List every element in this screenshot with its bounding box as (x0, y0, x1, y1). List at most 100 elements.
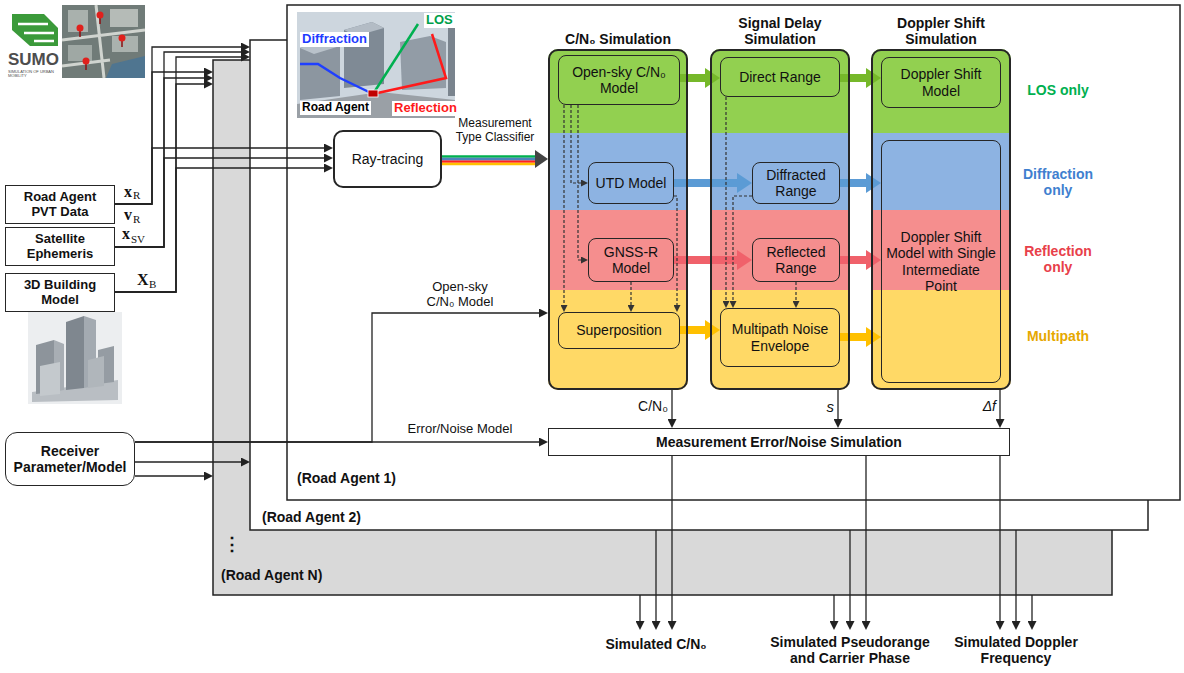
model-box: Doppler Shift Model with Single Intermed… (881, 140, 1001, 383)
text-block: Superposition (559, 313, 679, 348)
node-text: C/N₀ Simulation (550, 31, 686, 47)
edge-label: Open-sky C/N₀ Model (420, 280, 500, 310)
connector-stripe (442, 163, 535, 166)
edge-label: C/N₀ (620, 398, 668, 414)
model-box: UTD Model (588, 162, 674, 204)
model-box: Multipath Noise Envelope (720, 308, 840, 367)
math-symbol-text: x (122, 226, 130, 242)
model-box: Open-sky C/N₀ Model (558, 55, 680, 105)
aerial-map-part (62, 5, 145, 78)
math-subscript-text: R (133, 214, 140, 225)
input-box: Road Agent PVT Data (5, 185, 115, 224)
city-model (28, 312, 122, 404)
band-label: Diffraction only (1018, 166, 1098, 198)
output-label-text: Simulated C/N₀ (605, 636, 706, 652)
logo-subtitle-text: SIMULATION OF URBAN MOBILITY (8, 70, 64, 79)
band-arrow (840, 256, 866, 264)
connector-stripes (442, 157, 535, 165)
band-label-text: LOS only (1027, 82, 1088, 98)
band-stack-part (871, 133, 1011, 210)
aerial-map-part (97, 12, 104, 19)
output-arrows-part (849, 530, 850, 621)
dashed-arrow (630, 282, 631, 305)
text-block: Doppler Shift Model with Single Intermed… (882, 141, 1000, 382)
text-block: 3D Building Model (6, 274, 114, 311)
node-text: 3D Building Model (10, 278, 110, 308)
classifier-arrow (442, 158, 535, 161)
signal-arrow (135, 475, 204, 476)
output-arrows (640, 456, 1032, 621)
receiver-box: Receiver Parameter/Model (5, 432, 135, 486)
edge-label-text: Δf (983, 398, 996, 414)
ray-tracing-illustration-part (300, 64, 373, 94)
band-label-text: Diffraction only (1018, 166, 1098, 198)
text-block: Measurement Error/Noise Simulation (549, 429, 1009, 455)
text-block: Receiver Parameter/Model (6, 433, 134, 485)
text-block: (Road Agent N) (221, 567, 322, 583)
ray-label-text: Road Agent (300, 101, 371, 115)
signal-arrow (115, 47, 241, 204)
node-text: Road Agent PVT Data (10, 190, 110, 220)
aerial-map-part (68, 10, 88, 32)
ray-tracing-illustration-part (368, 90, 378, 97)
output-arrows-part (1031, 595, 1032, 621)
band-stack-part (548, 290, 688, 390)
output-arrows-part (671, 456, 672, 621)
edge-label: s (812, 398, 834, 415)
city-model-part (28, 312, 122, 404)
signal-arrow (115, 158, 324, 247)
math-subscript: B (149, 279, 156, 290)
edge-label-text: Open-sky C/N₀ Model (420, 280, 500, 310)
band-stack-part (548, 133, 688, 210)
node-text: Receiver Parameter/Model (10, 443, 130, 475)
text-block: Doppler Shift Simulation (873, 15, 1009, 47)
band-stack-part (710, 133, 850, 210)
ray-label: Reflection (392, 101, 459, 116)
node-text: Multipath Noise Envelope (725, 321, 835, 353)
dashed-arrow (571, 105, 581, 183)
road-agent-panel: (Road Agent 2) (250, 40, 1148, 530)
signal-arrow (115, 148, 324, 204)
text-block: UTD Model (589, 163, 673, 203)
band-stack-part (871, 290, 1011, 390)
dashed-arrow (733, 196, 752, 301)
signal-arrow (671, 390, 672, 419)
simulation-column: Direct RangeDiffracted RangeReflected Ra… (710, 49, 850, 390)
text-block: Direct Range (721, 58, 839, 96)
output-label: Simulated Doppler Frequency (941, 634, 1091, 666)
text-block: Road Agent PVT Data (6, 186, 114, 223)
math-subscript: R (133, 190, 140, 201)
aerial-map-part (80, 17, 122, 70)
city-model-part (66, 316, 84, 390)
math-subscript: R (133, 214, 140, 225)
edge-label: Measurement Type Classifier (445, 117, 545, 145)
aerial-map-part (77, 25, 84, 32)
sumo-logo (12, 14, 58, 46)
signal-arrow (115, 168, 324, 292)
node-text: Ray-tracing (352, 151, 424, 167)
ray-tracing-illustration-part (373, 34, 446, 94)
node-text: GNSS-R Model (593, 244, 669, 276)
node-text: Signal Delay Simulation (712, 15, 848, 47)
signal-arrow (115, 84, 204, 292)
signal-arrow (135, 461, 241, 462)
node-text: Open-sky C/N₀ Model (563, 64, 675, 96)
aerial-map (62, 5, 145, 78)
text-block: Reflected Range (753, 239, 839, 281)
connector-stripe (442, 160, 535, 163)
node-text: (Road Agent 2) (262, 509, 361, 525)
dashed-arrow (674, 196, 677, 305)
text-block: GNSS-R Model (589, 239, 673, 281)
band-stack-part (548, 210, 688, 290)
error-simulation-box: Measurement Error/Noise Simulation (548, 428, 1010, 456)
math-symbol-text: v (124, 207, 132, 223)
node-text: Measurement Error/Noise Simulation (656, 434, 902, 450)
input-box: 3D Building Model (5, 273, 115, 312)
band-stack-part (548, 49, 688, 133)
node-text: Doppler Shift Model (886, 66, 996, 98)
output-label-text: Simulated Doppler Frequency (941, 634, 1091, 666)
output-arrows-part (1015, 530, 1016, 621)
math-symbol-text: X (137, 272, 149, 288)
band-stack (548, 49, 688, 390)
ray-label: LOS (424, 13, 455, 28)
